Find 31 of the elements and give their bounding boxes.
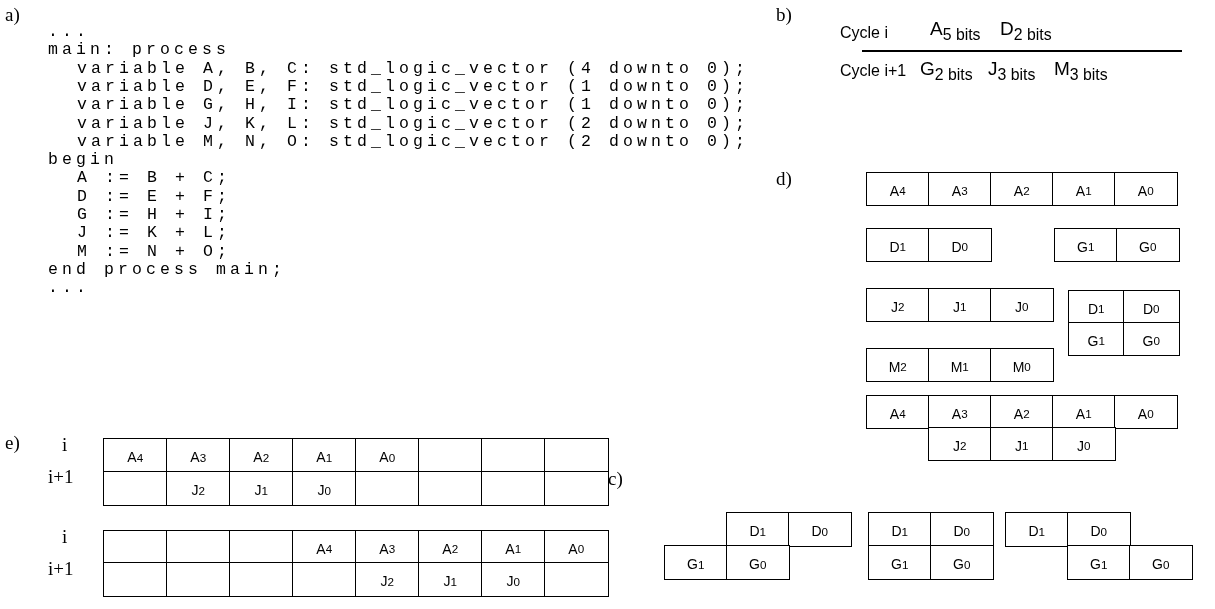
code-line: ... xyxy=(48,22,90,41)
bit-width-label: A$_{5 bits}$ xyxy=(930,18,981,44)
code-line: variable M, N, O: std_logic_vector (2 downto 0); xyxy=(77,131,750,151)
row-label: i+1 xyxy=(48,558,74,580)
row-label: Cycle i xyxy=(840,24,888,42)
code-line: end process main; xyxy=(48,259,287,279)
panel-letter: d) xyxy=(776,168,792,190)
row-label: i+1 xyxy=(48,466,74,488)
panel-letter: c) xyxy=(608,468,623,490)
panel-letter: a) xyxy=(5,4,20,26)
code-line: J := K + L; xyxy=(77,223,232,243)
panel-letter: b) xyxy=(776,4,792,26)
code-line: variable D, E, F: std_logic_vector (1 downto 0); xyxy=(77,76,750,96)
row-label: i xyxy=(62,526,68,548)
code-line: main: process xyxy=(48,40,231,60)
code-line: D := E + F; xyxy=(77,186,232,206)
code-line: ... xyxy=(48,278,90,298)
code-line: variable A, B, C: std_logic_vector (4 downto 0); xyxy=(77,58,750,78)
code-line: begin xyxy=(48,150,118,170)
bit-width-label: G$_{2 bits}$ xyxy=(920,58,973,84)
code-line: G := H + I; xyxy=(77,205,232,224)
bit-width-label: D$_{2 bits}$ xyxy=(1000,18,1052,44)
row-label: i xyxy=(62,434,68,456)
code-line: M := N + O; xyxy=(77,241,232,261)
bit-width-label: J$_{3 bits}$ xyxy=(988,58,1036,84)
panel-letter: e) xyxy=(5,432,20,454)
code-line: A := B + C; xyxy=(77,168,232,188)
row-label: Cycle i+1 xyxy=(840,62,907,80)
code-line: variable G, H, I: std_logic_vector (1 downto 0); xyxy=(77,95,750,115)
code-line: variable J, K, L: std_logic_vector (2 downto 0); xyxy=(77,113,750,133)
bit-width-label: M$_{3 bits}$ xyxy=(1054,58,1108,84)
